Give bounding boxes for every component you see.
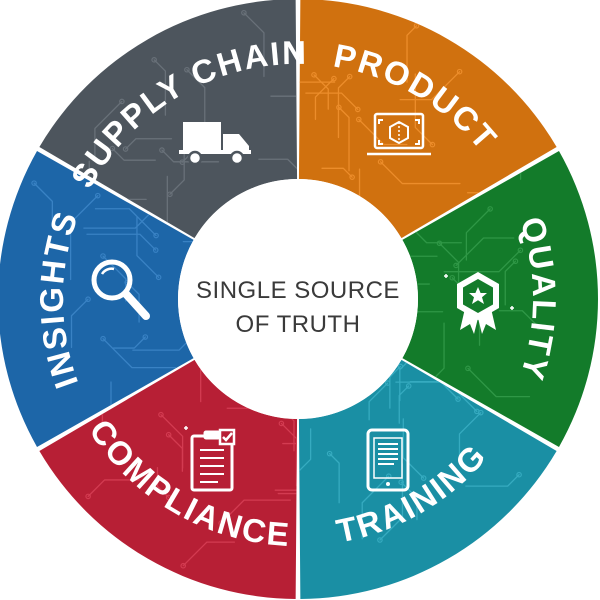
circuit-pattern-compliance [85,359,298,569]
truck-icon [179,122,251,166]
segment-supply-chain [39,0,298,239]
center-title-line-1: SINGLE SOURCE [196,277,400,304]
segment-product [298,0,557,239]
clipboard-check-icon [184,426,236,492]
quality-badge-icon [444,272,514,334]
center-title-line-2: OF TRUTH [236,311,361,338]
segment-quality [402,151,598,447]
magnifier-icon [91,259,150,320]
circuit-pattern-layer [31,9,542,569]
center-hub [178,179,418,419]
tablet-icon [366,428,410,492]
segment-training [298,359,557,599]
segment-compliance [39,359,298,599]
laptop-3d-icon [367,112,431,156]
